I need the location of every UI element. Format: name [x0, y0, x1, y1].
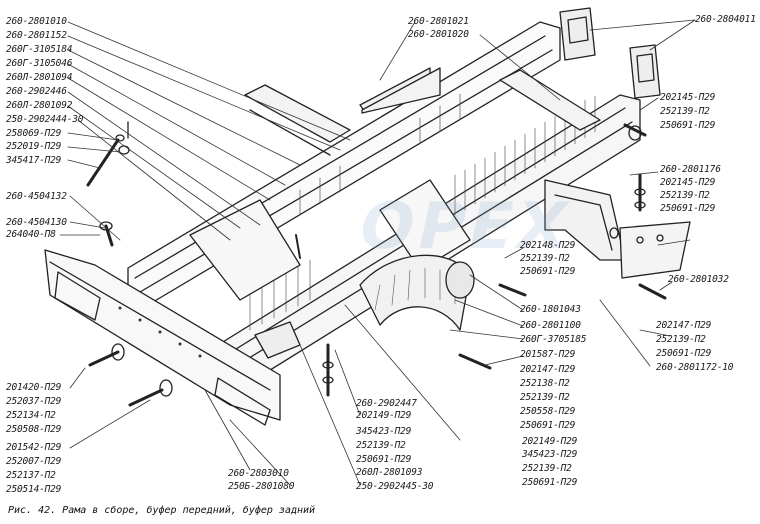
callout-label: 260-2801010: [6, 16, 67, 27]
callout-label: 202145-П29: [660, 92, 716, 103]
callout-label: 250691-П29: [660, 203, 716, 214]
callout-label: 260-1801043: [520, 304, 581, 315]
small-plates: [254, 67, 441, 359]
rear-brackets: [559, 7, 661, 99]
callout-label: 252139-П2: [660, 190, 710, 201]
callout-label: 260Л-2801093: [356, 467, 423, 478]
callout-label: 264040-П8: [6, 229, 56, 240]
callout-label: 345423-П29: [356, 426, 412, 437]
callout-label: 260-2801032: [668, 274, 729, 285]
callout-label: 250691-П29: [522, 477, 578, 488]
callout-label: 202145-П29: [660, 177, 716, 188]
callout-label: 252007-П29: [6, 456, 62, 467]
callout-label: 260-2801020: [408, 29, 469, 40]
callout-label: 202149-П29: [356, 410, 412, 421]
callout-label: 252139-П2: [520, 392, 570, 403]
callout-label: 260Г-3105184: [6, 44, 73, 55]
callout-label: 345417-П29: [6, 155, 62, 166]
callout-label: 250691-П29: [660, 120, 716, 131]
leader-lines: [59, 19, 696, 486]
callout-label: 260Г-3105046: [6, 58, 73, 69]
callout-label: 201542-П29: [6, 442, 62, 453]
callout-label: 260Г-3705185: [520, 334, 587, 345]
callout-label: 252037-П29: [6, 396, 62, 407]
callout-label: 250691-П29: [520, 266, 576, 277]
figure-caption: Рис. 42. Рама в сборе, буфер передний, б…: [8, 505, 316, 516]
callout-label: 250691-П29: [356, 454, 412, 465]
callout-label: 201587-П29: [520, 349, 576, 360]
callout-label: 252139-П2: [522, 463, 572, 474]
callout-label: 252139-П2: [660, 106, 710, 117]
callout-label: 201420-П29: [6, 382, 62, 393]
callout-label: 250Б-2801080: [228, 481, 295, 492]
callout-label: 252137-П2: [6, 470, 56, 481]
callout-label: 252139-П2: [520, 253, 570, 264]
callout-label: 260-2902447: [356, 398, 417, 409]
callout-label: 250558-П29: [520, 406, 576, 417]
callout-label: 252134-П2: [6, 410, 56, 421]
callout-label: 250514-П29: [6, 484, 62, 495]
rear-bumper-bracket: [544, 179, 691, 279]
callout-label: 260-4504132: [6, 191, 67, 202]
callout-label: 260-2801176: [660, 164, 721, 175]
callout-label: 202148-П29: [520, 240, 576, 251]
callout-label: 260-2801152: [6, 30, 67, 41]
callout-label: 345423-П29: [522, 449, 578, 460]
callout-label: 250508-П29: [6, 424, 62, 435]
callout-label: 260-2902446: [6, 86, 67, 97]
callout-label: 250-2902445-30: [356, 481, 434, 492]
callout-label: 202149-П29: [522, 436, 578, 447]
callout-label: 250691-П29: [656, 348, 712, 359]
callout-label: 260-2801172-10: [656, 362, 734, 373]
callout-label: 260-2801021: [408, 16, 469, 27]
callout-label: 202147-П29: [520, 364, 576, 375]
callout-label: 260-2803010: [228, 468, 289, 479]
front-bumper: [44, 249, 281, 426]
wheel-arch: [359, 254, 475, 331]
callout-label: 250-2902444-30: [6, 114, 84, 125]
callout-label: 260Л-2801094: [6, 72, 73, 83]
callout-label: 252139-П2: [656, 334, 706, 345]
callout-label: 260-2804011: [695, 14, 756, 25]
callout-label: 260-2801100: [520, 320, 581, 331]
callout-label: 202147-П29: [656, 320, 712, 331]
callout-label: 260-4504130: [6, 217, 67, 228]
callout-label: 252139-П2: [356, 440, 406, 451]
callout-label: 260Л-2801092: [6, 100, 73, 111]
callout-label: 258069-П29: [6, 128, 62, 139]
callout-label: 252019-П29: [6, 141, 62, 152]
callout-label: 250691-П29: [520, 420, 576, 431]
callout-label: 252138-П2: [520, 378, 570, 389]
